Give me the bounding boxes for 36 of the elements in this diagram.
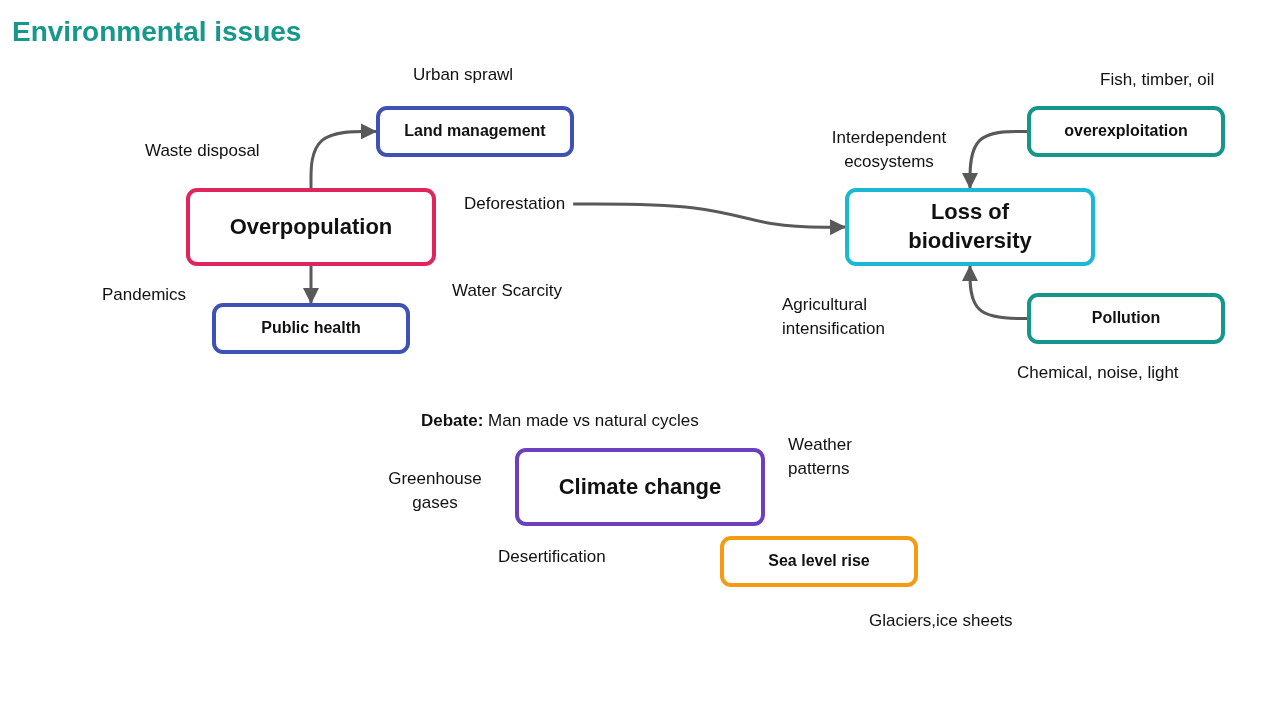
topic-label: Weather patterns: [788, 434, 853, 480]
example-text: Chemical, noise, light: [1017, 362, 1179, 384]
node-title: overexploitation: [1064, 121, 1188, 142]
rounded-box: [186, 188, 436, 266]
topic-label: Agricultural intensification: [782, 294, 886, 340]
topic-label: Waste disposal: [145, 140, 260, 162]
arrow: [962, 129, 1027, 189]
rounded-box: [515, 448, 765, 526]
example-text: Fish, timber, oil: [1100, 69, 1215, 91]
node-title: Sea level rise: [768, 551, 870, 572]
topic-label: Debate: Man made vs natural cycles: [421, 410, 699, 432]
topic-label: Desertification: [498, 546, 606, 568]
topic-label: Deforestation: [464, 192, 566, 216]
node-title: Public health: [261, 318, 361, 339]
topic-label: Interdependent ecosystems: [830, 127, 948, 173]
topic-label: Pandemics: [102, 284, 187, 306]
arrow: [573, 202, 846, 236]
rounded-box: [845, 188, 1095, 266]
example-text: Glaciers,ice sheets: [869, 610, 1013, 632]
topic-label: Greenhouse gases: [387, 468, 483, 514]
arrow: [303, 266, 319, 304]
node-title: Climate change: [558, 472, 722, 501]
node-title: Overpopulation: [229, 212, 393, 241]
node-title: Land management: [404, 121, 546, 142]
rounded-box: [1027, 293, 1225, 344]
rounded-box: [1027, 106, 1225, 157]
rounded-box: [720, 536, 918, 587]
rounded-box: [212, 303, 410, 354]
rounded-box: [376, 106, 574, 157]
topic-label: Water Scarcity: [452, 280, 562, 302]
node-title: Loss of biodiversity: [907, 198, 1033, 255]
node-title: Pollution: [1091, 308, 1161, 329]
arrow: [962, 265, 1027, 320]
arrow: [309, 123, 377, 188]
page-title: Environmental issues: [12, 15, 302, 49]
example-text: Urban sprawl: [413, 64, 514, 86]
